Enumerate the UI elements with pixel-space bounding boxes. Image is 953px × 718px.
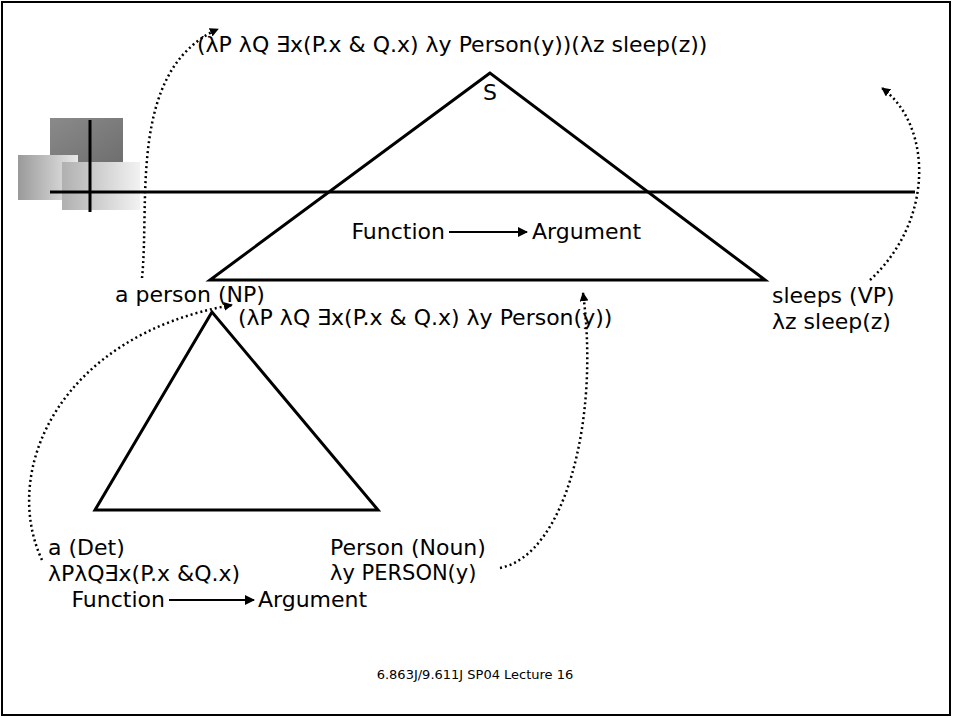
tree-label: (λP λQ ∃x(P.x & Q.x) λy Person(y)) [238,305,612,331]
tree-label: Person (Noun) [330,535,486,561]
function-arrow [449,231,527,233]
footer-text: 6.863J/9.611J SP04 Lecture 16 [377,667,574,683]
tree-label: λz sleep(z) [772,309,891,335]
rule-line [50,191,915,194]
tree-label: (λP λQ ∃x(P.x & Q.x) λy Person(y))(λz sl… [197,32,707,58]
np-triangle [95,312,378,510]
node-text: Argument [532,219,641,245]
tree-label: λPλQ∃x(P.x &Q.x) [48,561,240,587]
tree-label: a person (NP) [115,282,265,308]
tree-triangle: S Function Argument [210,73,765,280]
tree-label: Function [71,587,165,613]
dotted-arrows [29,29,919,568]
tree-label: a (Det) [48,535,125,561]
function-arrow [169,599,254,601]
node-label: S [483,80,497,106]
tree-label: Argument [258,587,367,613]
node-text: Function [351,219,445,245]
tree-label: λy PERSON(y) [330,561,476,586]
tree-label: sleeps (VP) [772,283,895,309]
decor-squares [18,118,140,212]
